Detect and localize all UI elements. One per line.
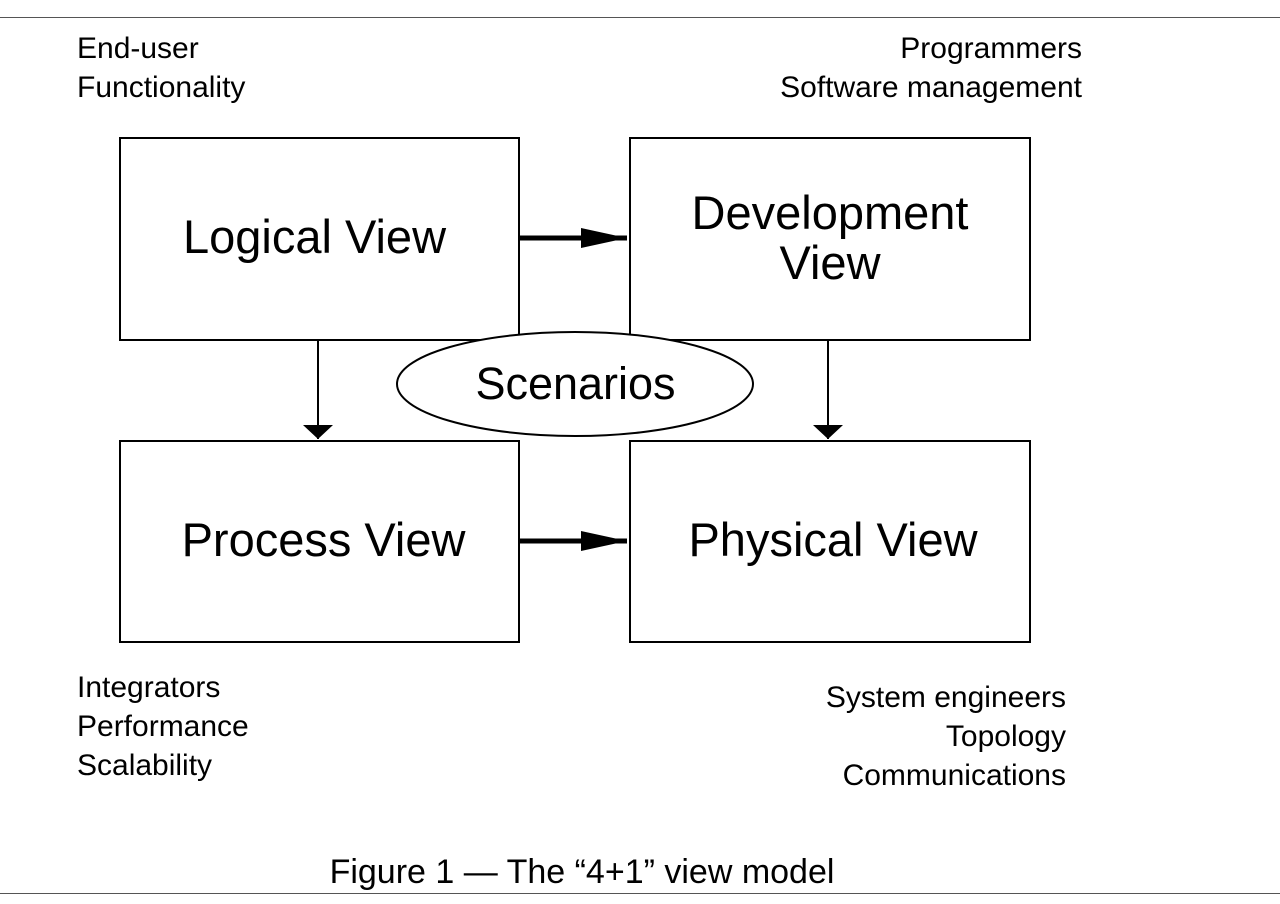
- bottom-rule: [0, 893, 1280, 894]
- stakeholder-line: End-user: [77, 32, 199, 65]
- top-rule: [0, 17, 1280, 18]
- logical-view-label: Logical View: [182, 210, 447, 263]
- process-view-stakeholders: Integrators Performance Scalability: [77, 668, 249, 785]
- stakeholder-line: Programmers: [900, 32, 1082, 65]
- scenarios-ellipse: [396, 331, 754, 437]
- logical-view-box: Logical View: [119, 137, 520, 341]
- development-view-box: Development View: [629, 137, 1031, 341]
- process-view-box: Process View: [119, 440, 520, 643]
- development-view-stakeholders: Programmers Software management: [780, 29, 1082, 107]
- stakeholder-line: System engineers: [825, 681, 1066, 714]
- physical-view-stakeholders: System engineers Topology Communications: [826, 678, 1066, 795]
- stakeholder-line: Software management: [780, 71, 1082, 104]
- stakeholder-line: Performance: [77, 710, 249, 743]
- stakeholder-line: Integrators: [77, 671, 221, 704]
- scenarios-label: Scenarios: [475, 358, 676, 409]
- figure-caption: Figure 1 — The “4+1” view model: [329, 853, 835, 891]
- stakeholder-line: Communications: [842, 759, 1066, 792]
- development-view-label: Development View: [691, 185, 969, 289]
- logical-view-stakeholders: End-user Functionality: [77, 29, 245, 107]
- stakeholder-line: Functionality: [77, 71, 246, 104]
- process-view-label: Process View: [181, 512, 466, 566]
- physical-view-label: Physical View: [688, 512, 978, 566]
- stakeholder-line: Topology: [945, 720, 1066, 753]
- stakeholder-line: Scalability: [77, 749, 213, 782]
- physical-view-box: Physical View: [629, 440, 1031, 643]
